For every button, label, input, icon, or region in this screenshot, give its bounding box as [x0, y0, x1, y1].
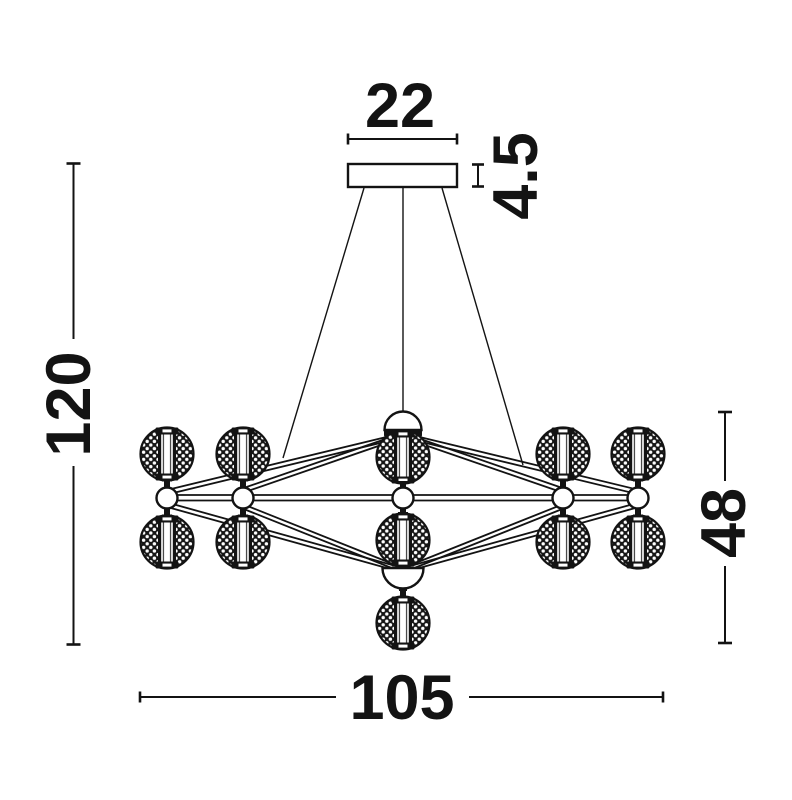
body-height-dimension: 48	[689, 410, 759, 645]
overall-height-dimension: 120	[34, 162, 104, 646]
globe-cluster-far-left	[139, 426, 195, 570]
body-width-label: 105	[349, 663, 454, 733]
bottom-dome	[381, 566, 425, 590]
body-width-dimension: 105	[138, 663, 665, 733]
canopy-thickness-dimension: 4.5	[472, 132, 551, 220]
ceiling-canopy	[346, 162, 459, 189]
body-height-label: 48	[689, 488, 759, 558]
canopy-width-label: 22	[365, 71, 435, 141]
canopy-thickness-label: 4.5	[481, 132, 551, 220]
center-connector-sphere	[391, 486, 415, 510]
overall-height-label: 120	[34, 351, 104, 456]
top-dome	[383, 410, 423, 432]
suspension-wires	[282, 187, 524, 466]
canopy-width-dimension: 22	[346, 71, 459, 145]
globe-cluster-left	[215, 426, 271, 570]
bottom-neck	[399, 588, 407, 597]
center-column	[375, 410, 431, 651]
globe-cluster-right	[535, 426, 591, 570]
globe-cluster-far-right	[610, 426, 666, 570]
